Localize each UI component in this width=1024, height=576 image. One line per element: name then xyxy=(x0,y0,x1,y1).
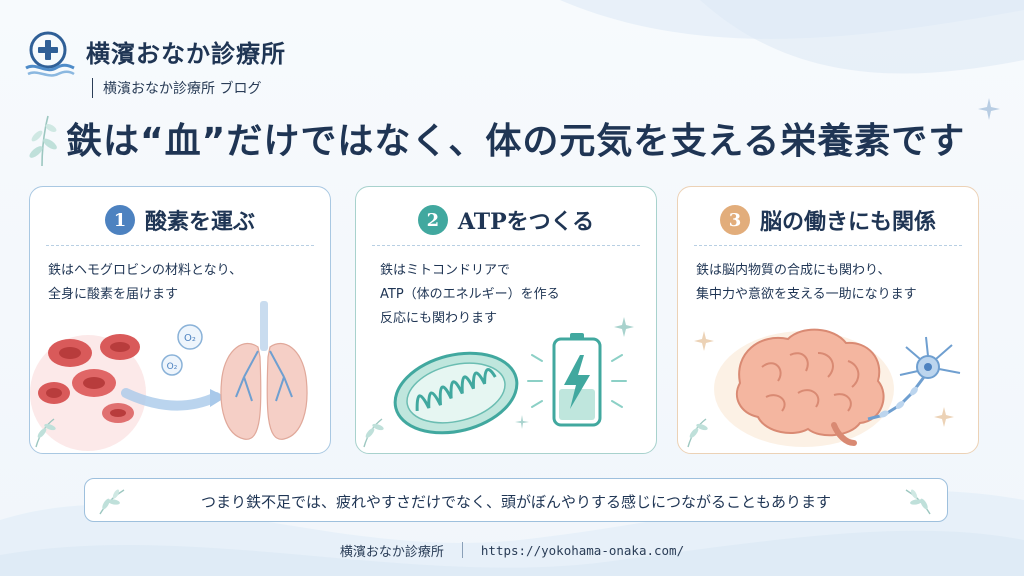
card-atp: 2 ATPをつくる 鉄はミトコンドリアで ATP（体のエネルギー）を作る 反応に… xyxy=(355,186,657,454)
card-body: 鉄は脳内物質の合成にも関わり、 集中力や意欲を支える一助になります xyxy=(696,259,968,307)
card-title: 酸素を運ぶ xyxy=(144,209,255,235)
oxygen-illustration: O₂ O₂ xyxy=(30,301,308,451)
card-oxygen: 1 酸素を運ぶ 鉄はヘモグロビンの材料となり、 全身に酸素を届けます O₂ O₂ xyxy=(29,186,331,454)
o2-label: O₂ xyxy=(184,333,196,344)
card-header: 3 脳の働きにも関係 xyxy=(678,203,978,237)
o2-label: O₂ xyxy=(167,362,178,372)
sparkle-icon xyxy=(934,407,954,427)
atp-illustration xyxy=(363,317,634,448)
oxygen-bubble-icon: O₂ O₂ xyxy=(161,324,203,376)
card-title: 脳の働きにも関係 xyxy=(759,209,936,235)
battery-charging-icon xyxy=(527,333,627,427)
card-body: 鉄はミトコンドリアで ATP（体のエネルギー）を作る 反応にも関わります xyxy=(380,259,646,331)
mitochondria-icon xyxy=(393,351,519,435)
blog-subtitle: 横濱おなか診療所 ブログ xyxy=(92,78,261,98)
brain-illustration xyxy=(687,328,961,448)
sparkle-icon xyxy=(515,415,529,429)
card-line: 反応にも関わります xyxy=(380,311,498,326)
card-line: ATP（体のエネルギー）を作る xyxy=(380,287,560,302)
neuron-icon xyxy=(867,336,961,421)
footer: 横濱おなか診療所 https://yokohama-onaka.com/ xyxy=(0,540,1024,560)
card-line: 鉄はミトコンドリアで xyxy=(380,263,511,278)
leaf-sprig-icon xyxy=(363,418,384,448)
card-divider xyxy=(372,245,640,246)
card-line: 鉄は脳内物質の合成にも関わり、 xyxy=(696,263,891,278)
page-headline: 鉄は“血”だけではなく、体の元気を支える栄養素です xyxy=(66,121,966,162)
card-number-badge: 3 xyxy=(719,205,750,235)
red-blood-cells-icon xyxy=(38,334,140,423)
sparkle-icon xyxy=(694,331,714,351)
leaf-sprig-icon xyxy=(905,489,931,515)
clinic-name: 横濱おなか診療所 xyxy=(86,40,286,68)
leaf-sprig-icon xyxy=(35,418,56,448)
summary-note: つまり鉄不足では、疲れやすさだけでなく、頭がぼんやりする感じにつながることもあり… xyxy=(84,478,948,522)
card-divider xyxy=(694,245,962,246)
card-number-badge: 2 xyxy=(417,205,448,235)
sparkle-icon xyxy=(978,98,1000,120)
footer-clinic-name: 横濱おなか診療所 xyxy=(339,544,444,560)
medical-cross-wave-icon xyxy=(25,31,75,77)
leaf-sprig-icon xyxy=(687,418,708,448)
summary-text: つまり鉄不足では、疲れやすさだけでなく、頭がぼんやりする感じにつながることもあり… xyxy=(200,493,831,511)
footer-url-link[interactable]: https://yokohama-onaka.com/ xyxy=(480,542,685,558)
card-line: 集中力や意欲を支える一助になります xyxy=(696,287,917,302)
card-line: 鉄はヘモグロビンの材料となり、 xyxy=(48,263,243,278)
sparkle-icon xyxy=(614,317,634,337)
brain-icon xyxy=(735,328,885,446)
card-number-badge: 1 xyxy=(104,205,135,235)
card-header: 2 ATPをつくる xyxy=(356,203,656,237)
card-title: ATPをつくる xyxy=(457,209,595,235)
card-brain: 3 脳の働きにも関係 鉄は脳内物質の合成にも関わり、 集中力や意欲を支える一助に… xyxy=(677,186,979,454)
footer-divider xyxy=(461,542,463,558)
card-divider xyxy=(46,245,314,246)
card-header: 1 酸素を運ぶ xyxy=(30,203,330,237)
leaf-sprig-icon xyxy=(29,115,57,167)
card-body: 鉄はヘモグロビンの材料となり、 全身に酸素を届けます xyxy=(48,259,320,307)
leaf-sprig-icon xyxy=(99,489,125,515)
lungs-icon xyxy=(220,301,308,440)
card-line: 全身に酸素を届けます xyxy=(48,287,179,302)
